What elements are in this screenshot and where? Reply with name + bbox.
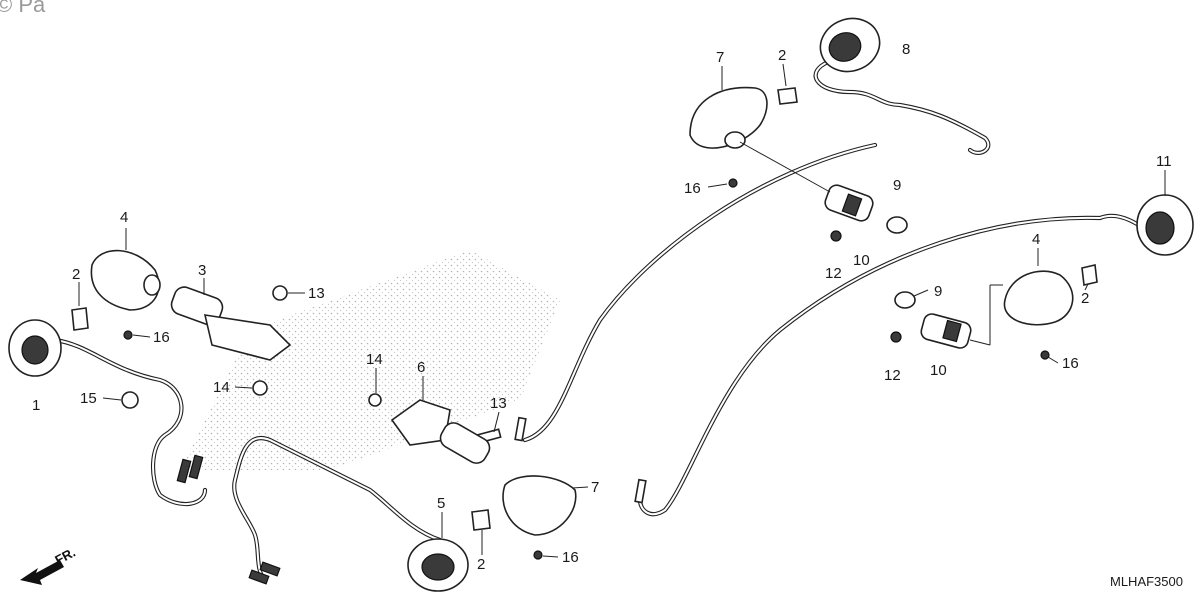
callout-5: 5 (437, 495, 445, 512)
callout-8: 8 (902, 41, 910, 58)
wire-harness-rear-right (813, 59, 991, 155)
callout-14-middle: 14 (366, 351, 383, 368)
callout-4-right: 4 (1032, 231, 1040, 248)
connector-front-left-a (176, 458, 192, 484)
part-2-clip-top (777, 87, 798, 105)
callout-13-middle: 13 (490, 395, 507, 412)
callout-12-bottom: 12 (884, 367, 901, 384)
callout-2-left: 2 (72, 266, 80, 283)
connector-rear-main (514, 416, 527, 442)
part-16-screw-left (123, 330, 133, 340)
part-7-lens-cover-top (689, 86, 768, 149)
front-direction-indicator: FR. (20, 545, 78, 585)
part-16-screw-top (728, 178, 738, 188)
callout-2-bottom: 2 (477, 556, 485, 573)
wire-harness-group (52, 59, 1163, 583)
connector-front-right-b (259, 561, 281, 577)
part-3-mounting-stay (170, 286, 292, 361)
part-2-clip-right (1081, 264, 1098, 286)
callout-7-bottom: 7 (591, 479, 599, 496)
callout-4-left: 4 (120, 209, 128, 226)
part-9-seal-bottom (894, 291, 916, 309)
wire-connectors (176, 416, 647, 585)
leader-lines (78, 63, 1166, 558)
callout-12-top: 12 (825, 265, 842, 282)
part-9-seal-top (886, 216, 908, 234)
callout-16-bottom: 16 (562, 549, 579, 566)
part-10-socket-bottom (920, 313, 972, 349)
callout-1: 1 (32, 397, 40, 414)
connector-rear-left (634, 478, 647, 504)
shading-band (180, 250, 560, 470)
callout-labels: 8 7 2 16 9 12 10 11 4 2 9 12 10 16 4 2 3… (32, 41, 1172, 573)
part-5-front-lamp-right (407, 538, 469, 592)
part-12-grommet-top (830, 230, 842, 242)
watermark-text: © Pa (0, 0, 46, 17)
part-11-rear-lamp-left (1136, 194, 1194, 256)
part-16-screw-right (1040, 350, 1050, 360)
part-2-clip-bottom (471, 509, 491, 531)
part-10-socket-top (824, 184, 874, 222)
part-15-wire-clamp (121, 391, 139, 409)
callout-9-top: 9 (893, 177, 901, 194)
callout-16-left: 16 (153, 329, 170, 346)
part-14-nut-middle (368, 393, 382, 407)
part-4-lens-cover-right (1003, 270, 1074, 326)
diagram-code: MLHAF3500 (1110, 574, 1183, 589)
callout-2-right: 2 (1081, 290, 1089, 307)
part-14-nut-left (252, 380, 268, 396)
callout-16-top: 16 (684, 180, 701, 197)
callout-2-top: 2 (778, 47, 786, 64)
callout-13-top: 13 (308, 285, 325, 302)
callout-10-top: 10 (853, 252, 870, 269)
part-1-front-lamp-left (8, 319, 62, 377)
callout-6: 6 (417, 359, 425, 376)
part-4-lens-cover-left (90, 249, 161, 311)
callout-11: 11 (1156, 153, 1172, 170)
wire-harness-rear-left (637, 213, 1163, 517)
part-2-clip-left (71, 307, 89, 331)
connector-front-right-a (248, 569, 270, 585)
callout-16-right: 16 (1062, 355, 1079, 372)
part-13-bolt-top (272, 285, 288, 301)
callout-10-bottom: 10 (930, 362, 947, 379)
callout-15: 15 (80, 390, 97, 407)
callout-14-left: 14 (213, 379, 230, 396)
arrow-left-icon (20, 560, 64, 585)
part-16-screw-bottom (533, 550, 543, 560)
part-12-grommet-bottom (890, 331, 902, 343)
callout-7-top: 7 (716, 49, 724, 66)
callout-3: 3 (198, 262, 206, 279)
part-6-mounting-stay (390, 399, 491, 464)
part-8-rear-lamp-right (819, 17, 881, 73)
connector-front-left-b (188, 454, 204, 480)
callout-9-bottom: 9 (934, 283, 942, 300)
part-7-lens-cover-bottom (502, 475, 577, 536)
